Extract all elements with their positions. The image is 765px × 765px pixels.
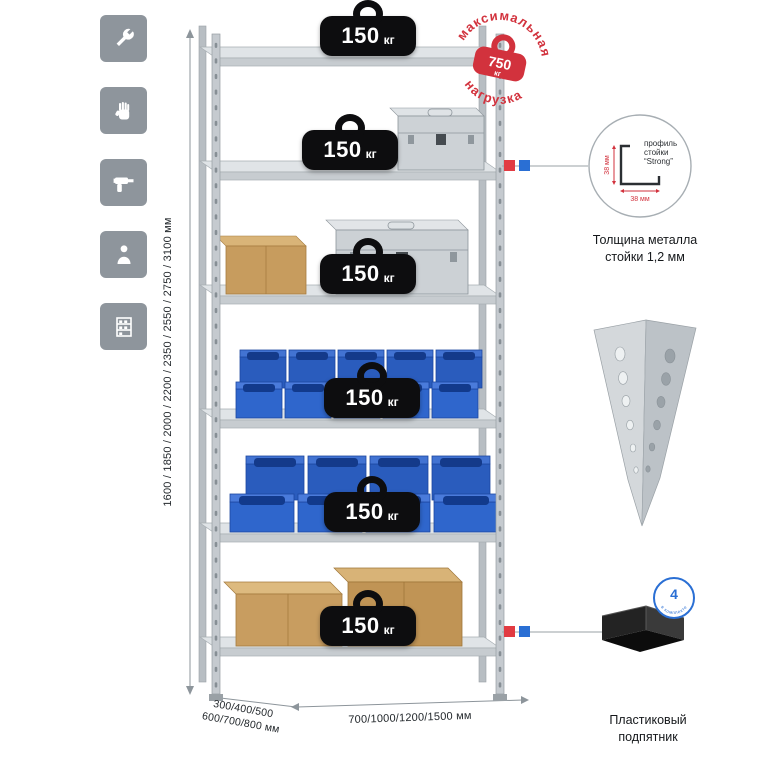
blue-marker-top (519, 160, 530, 171)
load-value: 150 (341, 261, 380, 286)
max-load-stamp: максимальная нагрузка 750 кг (431, 0, 569, 131)
kit-count-badge: 4 в комплекте (652, 576, 696, 625)
stamp-value: 750 (487, 53, 513, 74)
load-value: 150 (345, 499, 384, 524)
profile-cross-section (619, 144, 661, 186)
rack-icon (100, 303, 147, 350)
profile-dimension-arrows (612, 145, 660, 193)
stamp-unit: кг (493, 68, 502, 78)
profile-dim-horizontal: 38 мм (630, 196, 650, 203)
drill-glyph (113, 177, 133, 192)
load-unit: кг (383, 622, 395, 637)
profile-label-2: стойки (644, 148, 668, 157)
cardboard-box-shelf3 (215, 235, 307, 295)
wrench-icon (100, 15, 147, 62)
aluminium-case-small (389, 107, 485, 171)
post-holes-left (614, 346, 639, 474)
corner-post-detail (582, 312, 712, 542)
red-marker-top (504, 160, 515, 171)
kit-count-badge-graphic: 4 в комплекте (653, 577, 695, 619)
load-unit: кг (383, 270, 395, 285)
person-glyph (117, 244, 130, 264)
post-profile-diagram: 38 мм 38 мм профиль стойки “Strong” (588, 114, 692, 218)
load-value: 150 (345, 385, 384, 410)
plastic-foot-detail (586, 594, 698, 671)
kit-count-value: 4 (670, 586, 678, 602)
rack-back-posts (198, 25, 487, 683)
foot-caption-line-1: Пластиковый (609, 713, 687, 727)
blue-marker-bottom (519, 626, 530, 637)
profile-label-3: “Strong” (644, 157, 673, 166)
load-unit: кг (383, 32, 395, 47)
width-dimension-line (211, 696, 529, 711)
load-unit: кг (365, 146, 377, 161)
rack-glyph (115, 316, 132, 337)
wrench-glyph (116, 28, 134, 46)
callout-connectors (502, 160, 616, 637)
load-value: 150 (341, 613, 380, 638)
post-profile-detail: 38 мм 38 мм профиль стойки “Strong” (586, 112, 694, 225)
glove-icon (100, 87, 147, 134)
load-value: 150 (323, 137, 362, 162)
max-load-stamp-graphic: максимальная нагрузка 750 кг (452, 0, 561, 113)
profile-caption-line-1: Толщина металла (592, 233, 698, 247)
foot-caption-line-2: подпятник (618, 729, 678, 744)
drill-icon (100, 159, 147, 206)
profile-dim-vertical: 38 мм (604, 155, 611, 175)
load-value: 150 (341, 23, 380, 48)
plastic-foot-graphic (601, 605, 685, 652)
rack-front-posts (209, 33, 507, 701)
profile-caption: Толщина металла стойки 1,2 мм (570, 232, 720, 266)
load-unit: кг (387, 508, 399, 523)
foot-caption: Пластиковый подпятник (578, 712, 718, 746)
height-dimensions-label: 1600 / 1850 / 2000 / 2200 / 2350 / 2550 … (162, 217, 174, 507)
post-holes-right (645, 348, 676, 473)
height-dimension-line (186, 29, 194, 695)
stamp-weight-body (472, 46, 527, 82)
corner-post-graphic (593, 319, 697, 527)
red-marker-bottom (504, 626, 515, 637)
profile-label-1: профиль (644, 139, 677, 148)
person-icon (100, 231, 147, 278)
load-unit: кг (387, 394, 399, 409)
glove-glyph (114, 101, 129, 119)
profile-caption-line-2: стойки 1,2 мм (605, 249, 685, 264)
